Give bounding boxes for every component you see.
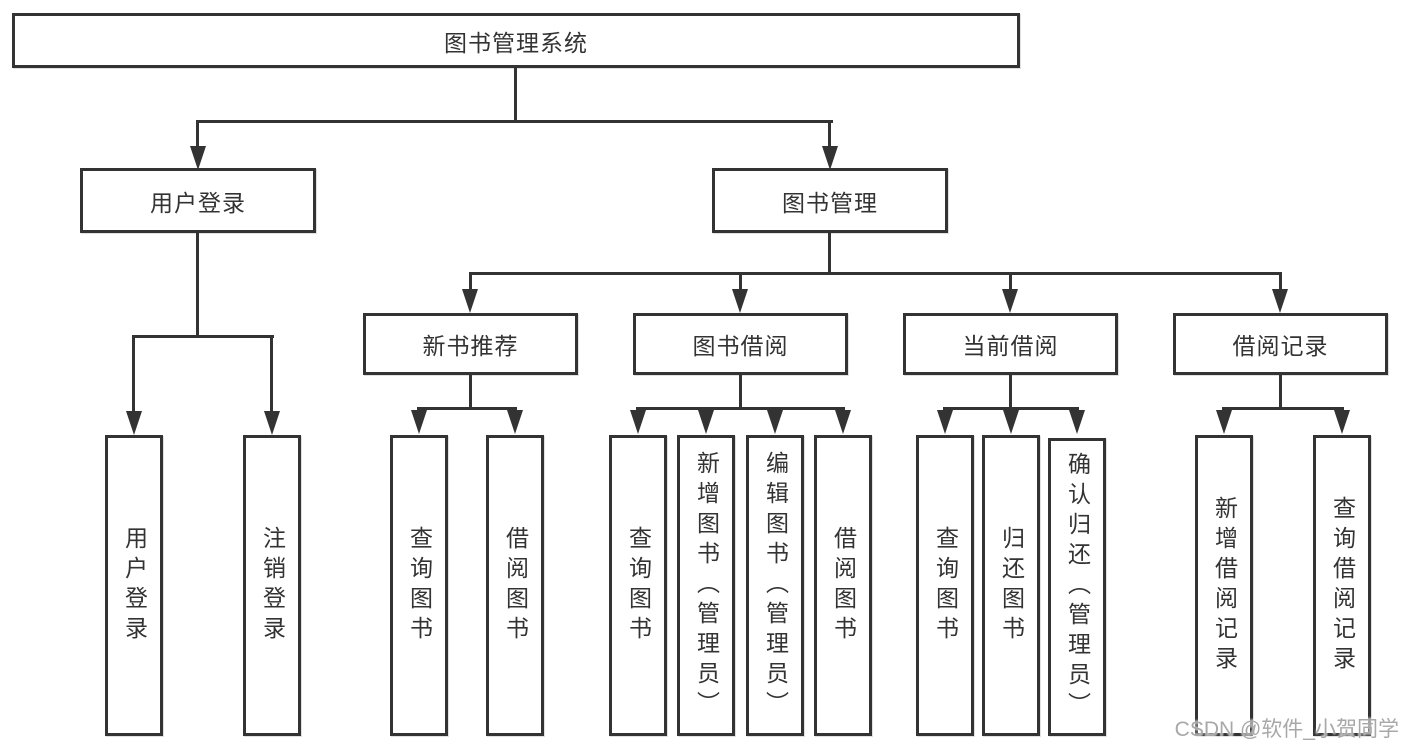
connector-hline [1222,407,1344,410]
leaf-logout: 注销登录 [243,435,301,736]
connector-vline [1009,272,1012,291]
connector-hline [943,407,1079,410]
arrow-down-icon [822,146,838,170]
arrow-down-icon [630,410,646,434]
connector-vline [469,272,472,291]
leaf-query-books-recommend: 查询图书 [390,435,448,736]
arrow-down-icon [732,289,748,313]
leaf-label: 用户登录 [121,525,148,646]
connector-vline [828,120,831,150]
arrow-down-icon [1334,410,1350,434]
leaf-label: 查询图书 [406,525,433,646]
arrow-down-icon [264,411,280,435]
connector-vline [469,373,472,409]
connector-hline [417,407,517,410]
connector-hline [132,335,274,338]
leaf-label: 借阅图书 [502,525,529,646]
leaf-query-books-borrowing: 查询图书 [609,435,667,736]
leaf-query-books-current: 查询图书 [916,435,974,736]
arrow-down-icon [767,410,783,434]
node-book-management: 图书管理 [712,168,948,233]
arrow-down-icon [126,411,142,435]
arrow-down-icon [937,410,953,434]
connector-hline [196,120,833,123]
leaf-edit-book-admin: 编辑图书（管理员） [746,435,804,736]
connector-vline [739,272,742,291]
arrow-down-icon [1216,410,1232,434]
leaf-label: 注销登录 [259,525,286,646]
leaf-query-borrow-record: 查询借阅记录 [1313,435,1371,736]
node-label: 当前借阅 [962,333,1059,359]
leaf-label: 查询借阅记录 [1329,495,1356,676]
leaf-label: 借阅图书 [830,525,857,646]
leaf-confirm-return-admin: 确认归还（管理员） [1048,438,1106,736]
leaf-return-books: 归还图书 [982,435,1040,736]
leaf-label: 新增借阅记录 [1211,495,1238,676]
leaf-borrow-books-borrowing: 借阅图书 [814,435,872,736]
arrow-down-icon [698,410,714,434]
node-root-system: 图书管理系统 [12,13,1020,68]
node-label: 图书管理系统 [444,29,588,56]
connector-vline [1009,373,1012,409]
arrow-down-icon [1003,410,1019,434]
node-label: 借阅记录 [1232,333,1329,359]
connector-vline [1279,373,1282,409]
node-label: 图书借阅 [692,333,789,359]
leaf-add-borrow-record: 新增借阅记录 [1195,435,1253,736]
arrow-down-icon [1272,289,1288,313]
node-book-borrowing: 图书借阅 [633,313,848,375]
connector-vline [196,231,199,337]
leaf-label: 归还图书 [998,525,1025,646]
node-label: 图书管理 [782,189,878,216]
arrow-down-icon [1002,289,1018,313]
connector-hline [469,272,1282,275]
leaf-label: 查询图书 [625,525,652,646]
connector-vline [132,335,135,413]
arrow-down-icon [1069,410,1085,434]
connector-vline [1279,272,1282,291]
leaf-label: 新增图书（管理员） [693,450,720,721]
node-label: 新书推荐 [422,333,519,359]
arrow-down-icon [462,289,478,313]
leaf-label: 编辑图书（管理员） [762,450,789,721]
node-label: 用户登录 [150,189,246,216]
arrow-down-icon [507,410,523,434]
leaf-add-book-admin: 新增图书（管理员） [677,435,735,736]
leaf-label: 查询图书 [932,525,959,646]
connector-hline [636,407,845,410]
connector-vline [828,231,831,274]
leaf-label: 确认归还（管理员） [1064,452,1091,722]
node-borrowing-records: 借阅记录 [1173,313,1388,375]
leaf-borrow-books-recommend: 借阅图书 [486,435,544,736]
arrow-down-icon [411,410,427,434]
arrow-down-icon [190,146,206,170]
watermark: CSDN @软件_小贺同学 [1174,718,1399,741]
node-new-book-recommend: 新书推荐 [363,313,578,375]
connector-vline [739,373,742,409]
node-current-borrowing: 当前借阅 [903,313,1118,375]
node-user-login: 用户登录 [80,168,316,233]
leaf-user-login: 用户登录 [105,435,163,736]
connector-vline [514,68,517,123]
connector-vline [196,120,199,150]
connector-vline [270,335,273,413]
arrow-down-icon [835,410,851,434]
